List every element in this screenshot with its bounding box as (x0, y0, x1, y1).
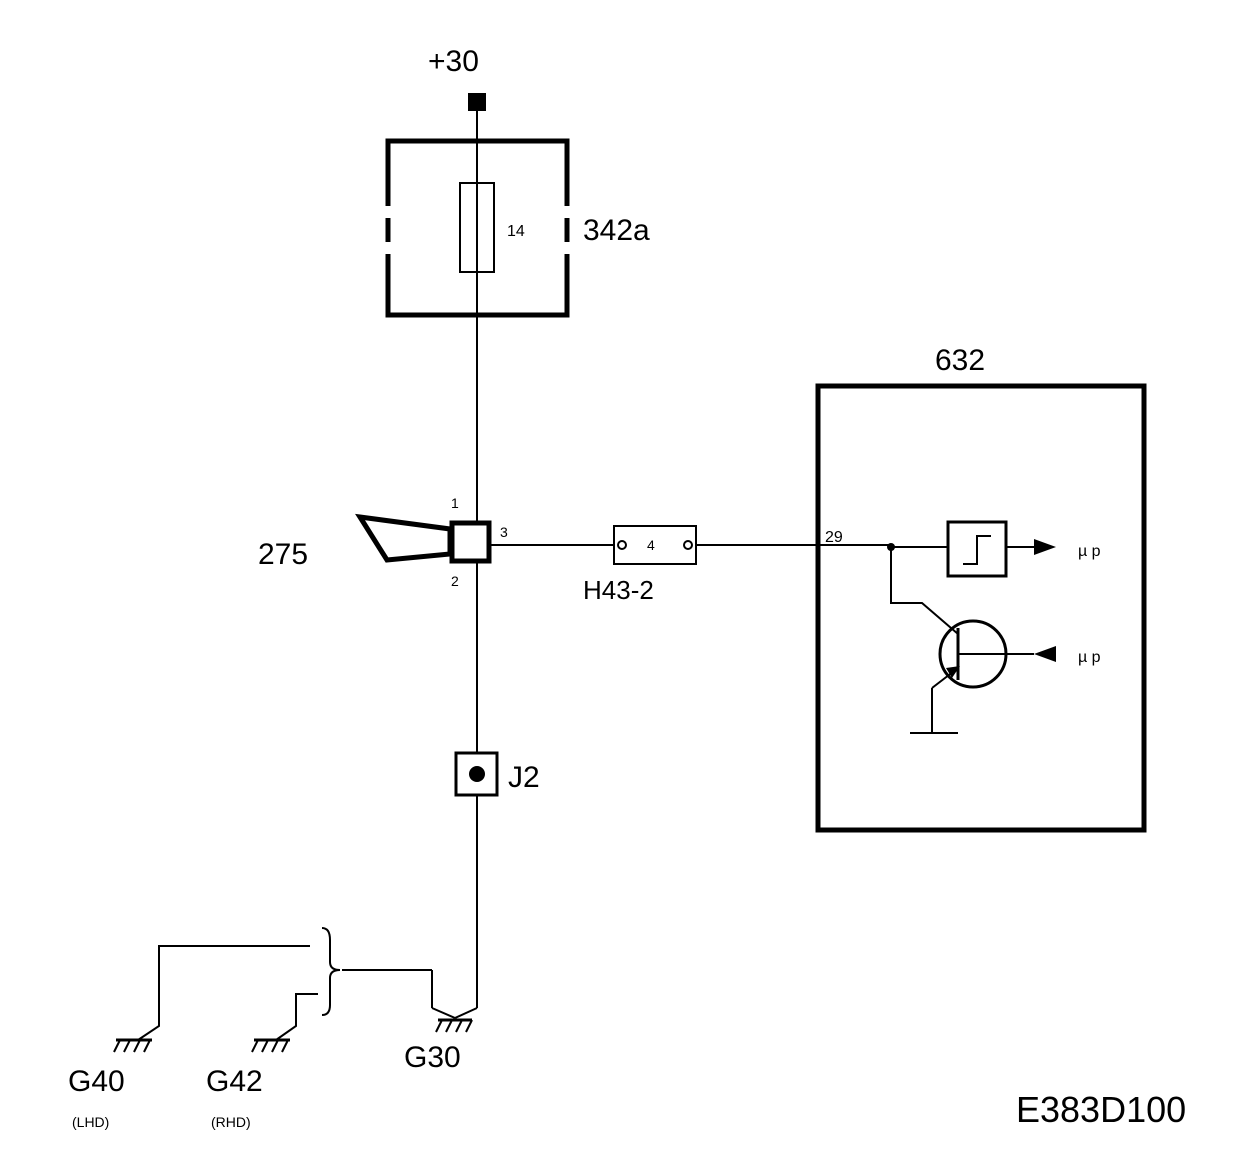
ecu-pin: 29 (825, 529, 843, 546)
schmitt-trigger (946, 520, 1008, 578)
splice-id: J2 (508, 761, 540, 794)
connector-pin: 4 (647, 537, 655, 553)
arrow-in-icon (1034, 646, 1056, 662)
switch-pin2: 2 (451, 573, 459, 589)
switch-actuator (355, 513, 453, 563)
supply-label: +30 (428, 45, 479, 78)
ground-g40-label: G40 (68, 1065, 125, 1098)
ecu-box (815, 383, 1147, 833)
ground-g30-label: G30 (404, 1041, 461, 1074)
splice-j2 (454, 751, 499, 797)
g40-note: (LHD) (72, 1114, 109, 1130)
switch-275 (355, 513, 492, 564)
switch-body (449, 520, 492, 564)
ground-g42 (251, 993, 318, 1053)
ground-g40 (113, 945, 310, 1053)
switch-pin3: 3 (500, 524, 508, 540)
transistor (890, 547, 1034, 734)
supply-terminal (468, 93, 486, 111)
fuse-box-id: 342a (583, 214, 650, 247)
connector-id: H43-2 (583, 575, 654, 605)
arrow-out-icon (1034, 539, 1056, 555)
ground-g30 (342, 795, 478, 1033)
switch-id: 275 (258, 538, 308, 571)
drawing-id: E383D100 (1016, 1089, 1186, 1130)
micro-p-top: µ p (1078, 543, 1101, 560)
ground-g42-label: G42 (206, 1065, 263, 1098)
switch-pin1: 1 (451, 495, 459, 511)
brace (321, 927, 341, 1016)
fuse-box (385, 138, 570, 318)
fuse-number: 14 (507, 223, 525, 240)
micro-p-bottom: µ p (1078, 649, 1101, 666)
ecu-id: 632 (935, 344, 985, 377)
connector-h43-2 (613, 525, 697, 565)
g42-note: (RHD) (211, 1114, 251, 1130)
